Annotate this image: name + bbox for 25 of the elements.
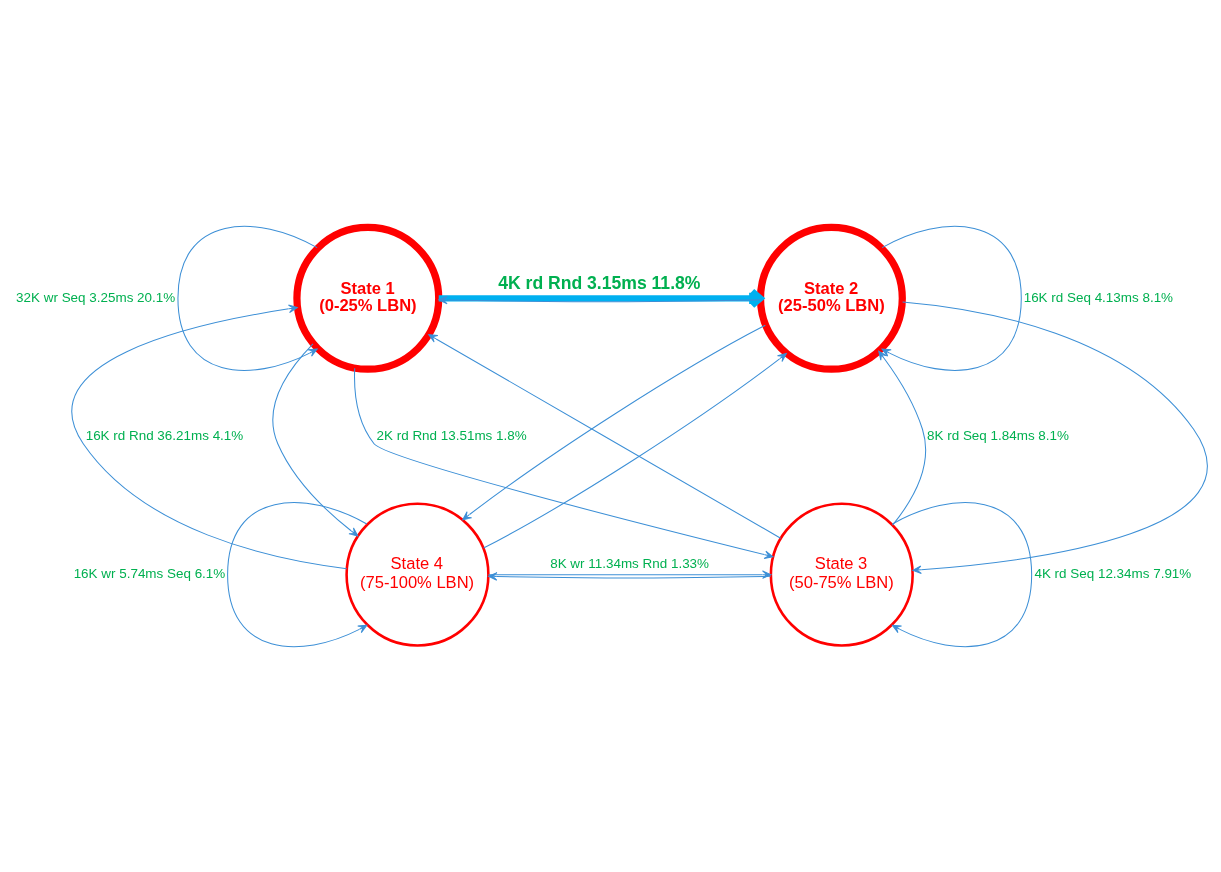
- edge-label: 8K rd Seq 1.84ms 8.1%: [927, 427, 1069, 443]
- arrow: [354, 367, 774, 559]
- edge-label: 16K rd Rnd 36.21ms 4.1%: [85, 427, 244, 443]
- arrow: [891, 501, 1033, 647]
- arrow: [881, 225, 1022, 371]
- arrow: [462, 324, 766, 520]
- arrow: [428, 333, 782, 539]
- arrow: [272, 342, 359, 536]
- edge-label: 2K rd Rnd 13.51ms 1.8%: [376, 427, 527, 443]
- node-circle: State 1 (0-25% LBN): [293, 223, 443, 373]
- edge-label: 8K wr 11.34ms Rnd 1.33%: [550, 555, 710, 571]
- arrow: [878, 350, 927, 526]
- edge-label: 4K rd Rnd 3.15ms 11.8%: [498, 272, 701, 293]
- node-circle: State 3 (50-75% LBN): [769, 501, 914, 647]
- arrow: [227, 501, 368, 647]
- arrow: [71, 304, 348, 569]
- node-circle: State 2 (25-50% LBN): [756, 223, 906, 373]
- edge-label: 4K rd Seq 12.34ms 7.91%: [1034, 565, 1192, 581]
- arrow: [177, 225, 318, 371]
- arrow: [902, 300, 1208, 574]
- edge-label: 32K wr Seq 3.25ms 20.1%: [16, 289, 176, 305]
- arrow: [483, 352, 787, 549]
- arrow: [438, 295, 761, 304]
- edge-label: 16K rd Seq 4.13ms 8.1%: [1023, 289, 1174, 305]
- edge-label: 16K wr 5.74ms Seq 6.1%: [73, 565, 226, 581]
